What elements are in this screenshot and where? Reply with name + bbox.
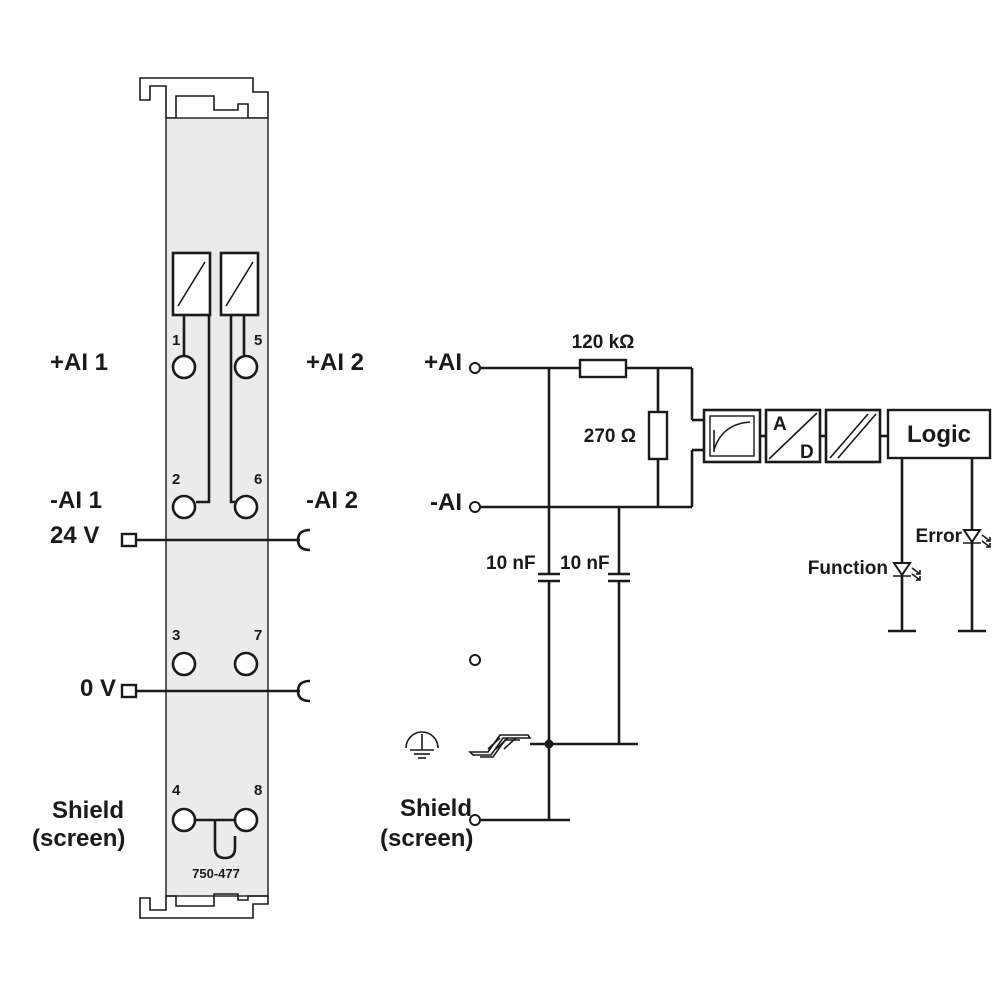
schematic: +AI 120 kΩ -AI 270 Ω A — [380, 332, 992, 852]
pin-number-5: 5 — [254, 332, 262, 349]
resistor-270 — [647, 410, 669, 461]
label-ai2-plus: +AI 2 — [306, 349, 364, 376]
label-screen: (screen) — [32, 825, 125, 852]
resistor-270-label: 270 Ω — [584, 426, 636, 447]
capacitor-1-label: 10 nF — [486, 553, 536, 574]
rail-0v-terminal — [120, 683, 138, 699]
label-0v: 0 V — [80, 675, 116, 702]
adc-d-label: D — [800, 442, 814, 463]
pin-number-4: 4 — [172, 782, 181, 799]
led-icon — [962, 529, 991, 548]
pin-number-3: 3 — [172, 627, 180, 644]
junction-dot — [544, 739, 554, 749]
function-label: Function — [808, 558, 888, 579]
isolator-icon — [824, 408, 882, 464]
pin-1[interactable] — [171, 354, 197, 380]
led-icon — [892, 562, 921, 581]
error-label: Error — [916, 526, 963, 547]
pin-number-2: 2 — [172, 471, 180, 488]
pin-2[interactable] — [171, 494, 197, 520]
part-number: 750-477 — [192, 866, 240, 881]
unused-terminal — [469, 654, 481, 666]
pin-number-1: 1 — [172, 332, 180, 349]
pin-number-6: 6 — [254, 471, 262, 488]
schematic-screen-label: (screen) — [380, 825, 473, 852]
schematic-ai-plus-label: +AI — [424, 349, 462, 376]
input-terminal-ai-minus[interactable] — [469, 501, 481, 513]
filter-icon — [702, 408, 762, 464]
ground-icon — [405, 731, 439, 759]
adc-a-label: A — [773, 414, 787, 435]
adc-block: A D — [764, 408, 822, 464]
module-top-clip — [139, 77, 269, 119]
resistor-120k — [578, 358, 628, 379]
schematic-ai-minus-label: -AI — [430, 489, 462, 516]
io-module: 1 5 2 6 3 7 4 8 750-477 — [139, 77, 269, 919]
rail-24v-terminal — [120, 532, 138, 548]
pin-4[interactable] — [171, 807, 197, 833]
schematic-shield-label: Shield — [400, 795, 472, 822]
power-rails — [120, 528, 311, 703]
label-ai2-minus: -AI 2 — [306, 487, 358, 514]
module-bottom-clip — [139, 893, 269, 919]
label-ai1-minus: -AI 1 — [50, 487, 102, 514]
pin-number-8: 8 — [254, 782, 262, 799]
pin-number-7: 7 — [254, 627, 262, 644]
pin-8[interactable] — [233, 807, 259, 833]
label-shield: Shield — [52, 797, 124, 824]
capacitor-2-label: 10 nF — [560, 553, 610, 574]
logic-label: Logic — [907, 421, 971, 448]
pin-7[interactable] — [233, 651, 259, 677]
pin-3[interactable] — [171, 651, 197, 677]
label-ai1-plus: +AI 1 — [50, 349, 108, 376]
pin-6[interactable] — [233, 494, 259, 520]
pin-5[interactable] — [233, 354, 259, 380]
resistor-120k-label: 120 kΩ — [572, 332, 635, 353]
logic-block — [886, 408, 992, 460]
input-terminal-ai-plus[interactable] — [469, 362, 481, 374]
din-rail-icon — [468, 734, 532, 758]
label-24v: 24 V — [50, 522, 99, 549]
